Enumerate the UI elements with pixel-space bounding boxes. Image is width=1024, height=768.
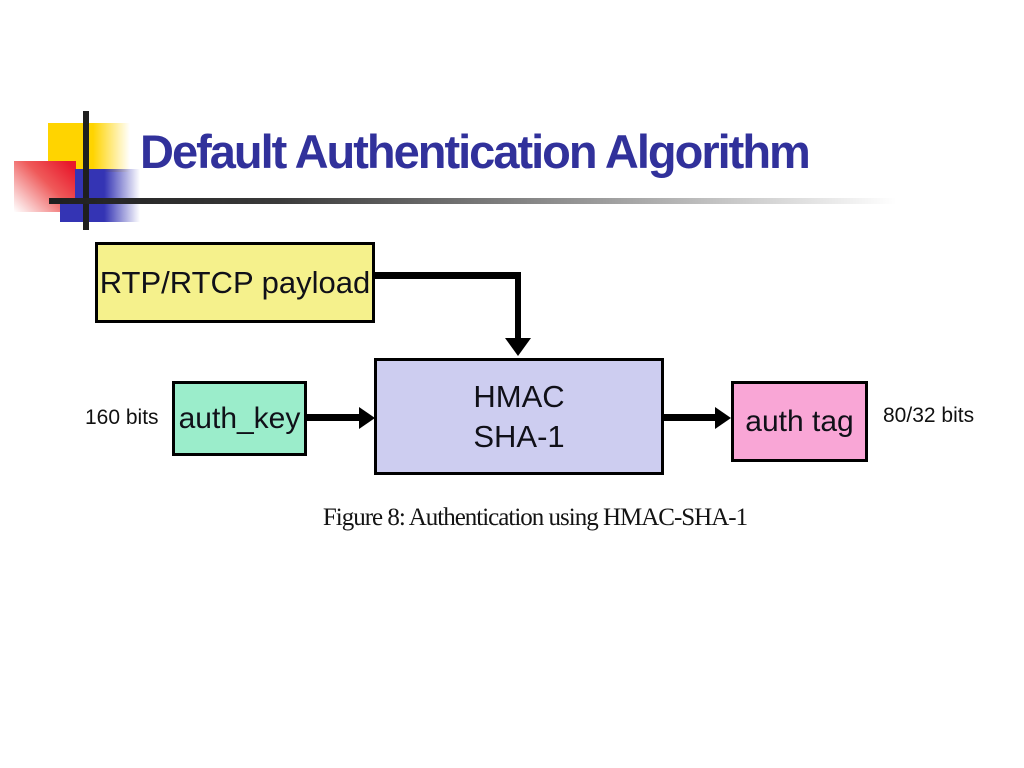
slide-title: Default Authentication Algorithm — [140, 125, 811, 178]
arrow-authkey-segment — [305, 414, 361, 421]
figure-caption: Figure 8: Authentication using HMAC-SHA-… — [322, 504, 748, 531]
hmac-label-line1: HMAC — [473, 378, 565, 414]
arrow-right-head-icon — [715, 407, 731, 429]
key-size-label: 160 bits — [85, 406, 159, 429]
auth-tag-label: auth tag — [745, 404, 854, 438]
hmac-sha1-box: HMAC SHA-1 — [374, 358, 664, 475]
title-underline-rule — [49, 198, 960, 204]
decoration-vertical-line — [83, 111, 89, 230]
auth-key-box: auth_key — [172, 381, 307, 456]
arrow-payload-horizontal-segment — [373, 272, 521, 279]
tag-size-label: 80/32 bits — [883, 404, 975, 427]
auth-tag-box: auth tag — [731, 381, 868, 462]
decoration-blue-square-tab — [60, 204, 80, 222]
arrow-down-head-icon — [505, 338, 531, 356]
rtp-rtcp-payload-label: RTP/RTCP payload — [99, 264, 371, 300]
arrow-right-head-icon — [359, 407, 375, 429]
arrow-authtag-segment — [662, 414, 717, 421]
auth-key-label: auth_key — [178, 401, 301, 435]
arrow-payload-vertical-segment — [515, 277, 521, 339]
hmac-label-line2: SHA-1 — [473, 418, 565, 454]
rtp-rtcp-payload-box: RTP/RTCP payload — [95, 242, 375, 323]
